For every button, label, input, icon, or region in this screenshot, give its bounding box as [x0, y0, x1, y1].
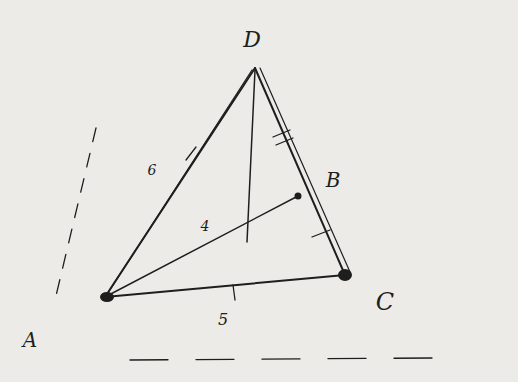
length-label: 6 — [148, 163, 157, 177]
dashed-line — [130, 358, 435, 360]
tick-mark — [186, 147, 196, 160]
vertex-dot — [101, 293, 113, 301]
height-line — [247, 70, 255, 242]
vertex-label: D — [243, 29, 261, 51]
vertex-label: C — [376, 290, 394, 314]
segment-ab — [105, 196, 298, 297]
vertex-label: A — [23, 330, 37, 350]
vertex-dot — [339, 270, 351, 280]
dashed-line — [55, 128, 96, 300]
tick-mark — [276, 138, 293, 145]
edge-dc-stroke — [260, 68, 350, 272]
edge-dc — [255, 68, 345, 275]
tick-mark — [312, 230, 330, 237]
point-label: B — [326, 170, 341, 190]
tick-mark — [273, 130, 290, 137]
point-dot — [296, 194, 301, 199]
length-label: 4 — [201, 219, 210, 233]
length-label: 5 — [218, 312, 228, 328]
edge-da-stroke — [108, 70, 252, 293]
tick-mark — [233, 285, 235, 300]
edge-da — [105, 68, 255, 297]
